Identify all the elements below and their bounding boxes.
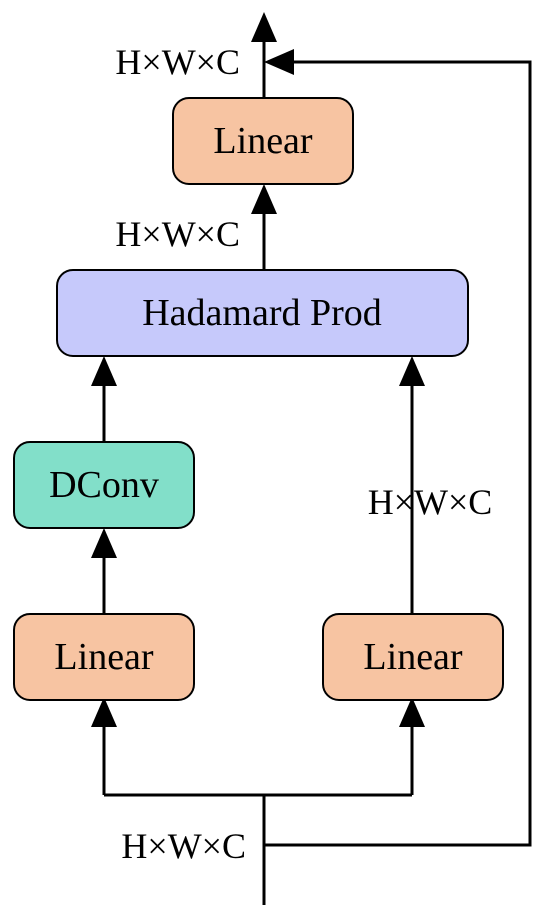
dim-label-right-branch: H×W×C bbox=[368, 482, 493, 522]
dconv-label: DConv bbox=[49, 464, 159, 506]
dim-label-after-hadamard: H×W×C bbox=[115, 214, 240, 254]
arrow-to-dconv bbox=[91, 528, 117, 558]
dim-label-output: H×W×C bbox=[115, 42, 240, 82]
hadamard-prod-label: Hadamard Prod bbox=[142, 292, 382, 334]
linear-top-label: Linear bbox=[213, 120, 313, 162]
residual-line bbox=[264, 60, 532, 847]
linear-left-block: Linear bbox=[13, 613, 195, 701]
arrow-dconv-to-hadamard bbox=[91, 356, 117, 386]
linear-top-block: Linear bbox=[172, 97, 354, 185]
linear-right-block: Linear bbox=[322, 613, 504, 701]
arrow-to-left-linear bbox=[91, 697, 117, 727]
arrow-to-right-linear bbox=[399, 697, 425, 727]
arrow-output bbox=[251, 12, 277, 42]
dim-label-input: H×W×C bbox=[121, 826, 246, 866]
linear-left-label: Linear bbox=[54, 636, 154, 678]
dconv-block: DConv bbox=[13, 441, 195, 529]
arrow-right-to-hadamard bbox=[399, 356, 425, 386]
arrow-to-top-linear bbox=[251, 184, 277, 214]
arrow-residual bbox=[264, 49, 294, 75]
linear-right-label: Linear bbox=[363, 636, 463, 678]
hadamard-prod-block: Hadamard Prod bbox=[56, 269, 469, 357]
connectors bbox=[102, 40, 532, 905]
arrowheads bbox=[91, 12, 425, 727]
